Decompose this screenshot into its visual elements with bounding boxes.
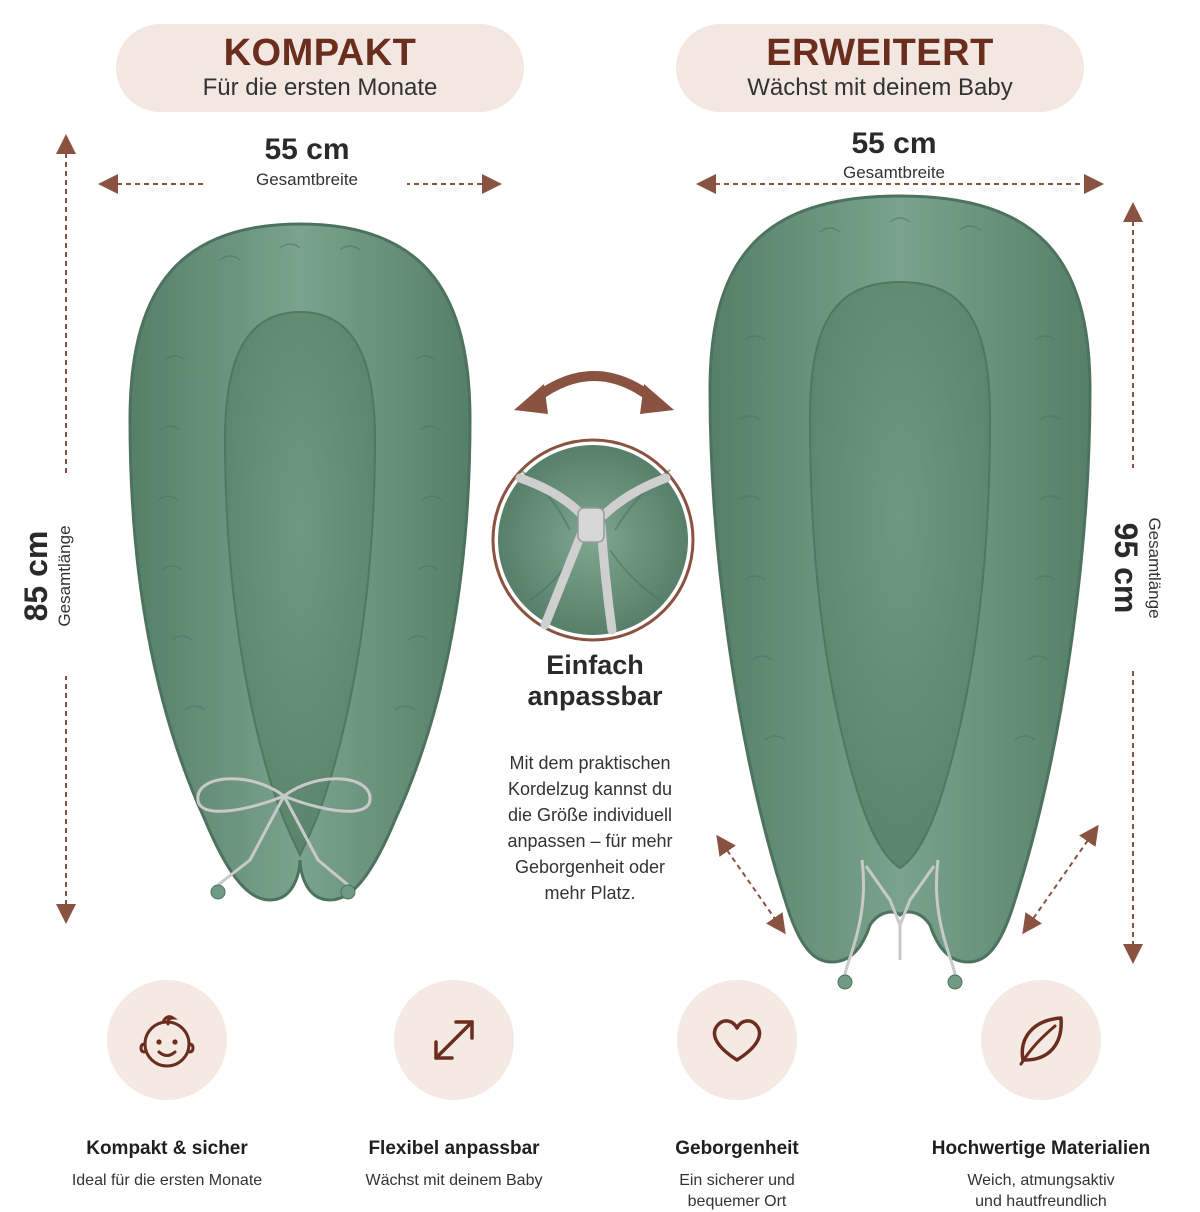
feature-security: Geborgenheit Ein sicherer und bequemer O… [617, 980, 857, 1212]
left-width-label: 55 cm [207, 133, 407, 167]
feature-subtitle: Wächst mit deinem Baby [365, 1172, 543, 1189]
resize-arrows-icon [434, 1020, 474, 1060]
feature-icon-circle [677, 980, 797, 1100]
left-length-label: 85 cm Gesamtlänge [18, 476, 90, 676]
feature-title: Hochwertige Materialien [931, 1138, 1151, 1159]
center-title: Einfach anpassbar [527, 650, 663, 711]
feature-subtitle: Ein sicherer und bequemer Ort [679, 1172, 795, 1210]
drawstring-detail-image [491, 438, 695, 642]
feature-flexible: Flexibel anpassbar Wächst mit deinem Bab… [334, 980, 574, 1191]
right-width-label: 55 cm [794, 127, 994, 161]
left-width-value: 55 cm [264, 133, 350, 166]
kompakt-header: KOMPAKT Für die ersten Monate [116, 24, 524, 112]
erweitert-subtitle: Wächst mit deinem Baby [747, 74, 1013, 101]
heart-icon [712, 1019, 762, 1062]
right-length-caption: Gesamtlänge [1145, 517, 1164, 619]
leaf-icon [1019, 1016, 1063, 1066]
left-length-value: 85 cm [18, 530, 54, 622]
expand-arrow-right [1022, 824, 1099, 935]
center-description: Mit dem praktischen Kordelzug kannst du … [507, 753, 673, 903]
feature-compact-safe: Kompakt & sicher Ideal für die ersten Mo… [47, 980, 287, 1191]
feature-materials: Hochwertige Materialien Weich, atmungsak… [921, 980, 1161, 1212]
right-length-label: 95 cm Gesamtlänge [1107, 468, 1179, 668]
feature-icon-circle [394, 980, 514, 1100]
kompakt-subtitle: Für die ersten Monate [202, 74, 438, 101]
feature-subtitle: Ideal für die ersten Monate [71, 1172, 263, 1189]
baby-face-icon [139, 1015, 195, 1068]
feature-subtitle: Weich, atmungsaktiv und hautfreundlich [967, 1172, 1115, 1210]
erweitert-header: ERWEITERT Wächst mit deinem Baby [676, 24, 1084, 112]
left-width-caption: Gesamtbreite [207, 170, 407, 190]
right-width-value: 55 cm [851, 127, 937, 160]
compact-nest-image [128, 222, 472, 902]
feature-title: Kompakt & sicher [86, 1138, 248, 1159]
left-length-caption: Gesamtlänge [55, 525, 74, 627]
extended-nest-image [708, 194, 1092, 990]
curved-double-arrow-icon [514, 371, 674, 414]
erweitert-title: ERWEITERT [766, 32, 994, 74]
feature-icon-circle [981, 980, 1101, 1100]
right-width-caption: Gesamtbreite [794, 163, 994, 183]
feature-icon-circle [107, 980, 227, 1100]
right-length-value: 95 cm [1108, 522, 1144, 614]
feature-title: Geborgenheit [675, 1138, 799, 1159]
kompakt-title: KOMPAKT [223, 32, 417, 74]
feature-title: Flexibel anpassbar [368, 1138, 540, 1159]
expand-arrow-left [716, 834, 786, 935]
